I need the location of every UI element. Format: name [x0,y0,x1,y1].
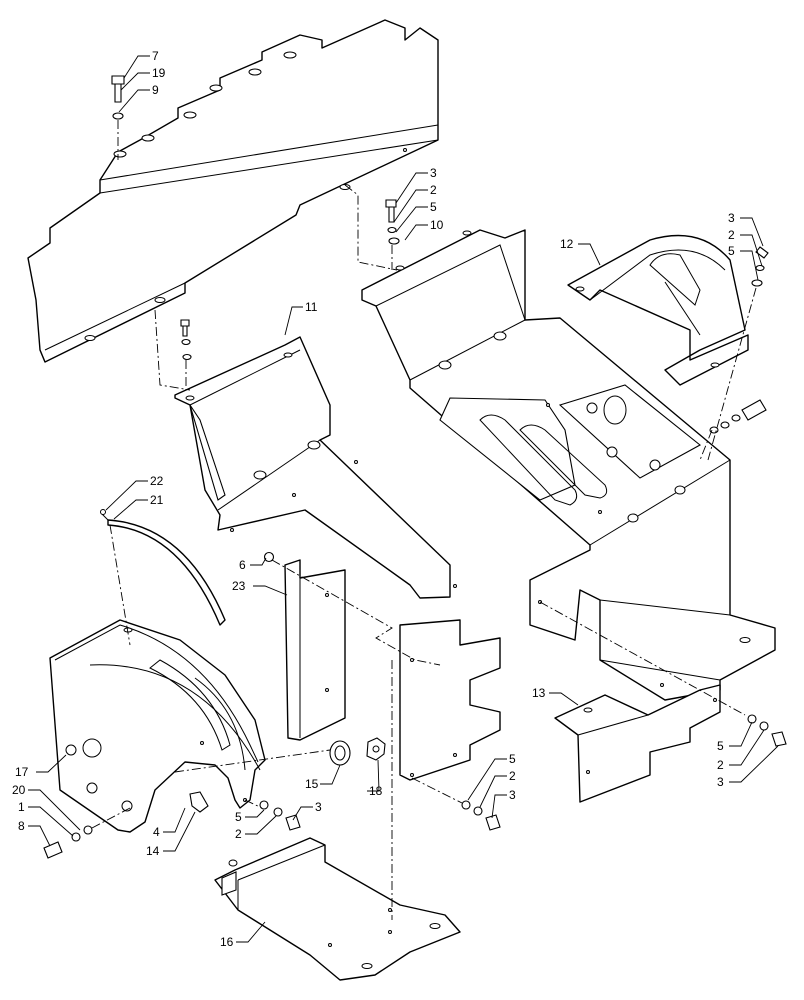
callout-9: 9 [152,83,159,97]
alignment-lines [91,120,757,920]
callout-12: 12 [560,237,574,251]
part-hardware-bottom-left [259,800,301,831]
callout-22: 22 [150,474,164,488]
part-6-nut [263,551,275,563]
callout-5: 5 [430,200,437,214]
part-3-bolt-right [751,246,769,287]
callout-16: 16 [220,935,234,949]
part-13-right-bracket [554,684,721,803]
callout-5: 5 [235,810,242,824]
part-22-pin [100,509,109,521]
callout-labels: 7 19 9 3 2 5 10 3 2 5 12 11 22 21 6 23 1… [12,49,735,949]
callout-5: 5 [509,752,516,766]
callout-2: 2 [717,758,724,772]
callout-5: 5 [728,244,735,258]
part-15-grommet [329,740,351,766]
callout-2: 2 [430,183,437,197]
part-bolt-side [709,399,767,434]
part-12-curved-shield [567,234,749,386]
callout-leaders [28,55,779,943]
part-9-top-cover-panel [27,19,439,363]
part-3-bolt-center [385,199,400,245]
part-8-bolt-lower-left [43,825,93,859]
part-hardware-bottom-right [747,714,787,747]
callout-18: 18 [369,784,383,798]
part-17-arch-housing [49,619,266,833]
part-18-knob [366,737,386,761]
part-11-left-housing [174,336,457,599]
callout-3: 3 [315,800,322,814]
callout-14: 14 [146,844,160,858]
part-21-flexible-strip [107,519,226,626]
callout-1: 1 [18,800,25,814]
callout-4: 4 [153,825,160,839]
callout-2: 2 [235,827,242,841]
callout-10: 10 [430,218,444,232]
callout-2: 2 [509,769,516,783]
callout-19: 19 [152,66,166,80]
callout-21: 21 [150,493,164,507]
part-7-bolt-top [111,75,125,120]
callout-6: 6 [239,558,246,572]
callout-17: 17 [15,765,29,779]
callout-3: 3 [717,775,724,789]
callout-23: 23 [232,579,246,593]
part-vertical-notched-bracket [399,619,501,781]
callout-5: 5 [717,739,724,753]
part-23-plate [284,559,346,741]
part-10-main-center-housing [361,229,776,701]
callout-20: 20 [12,783,26,797]
callout-3: 3 [728,211,735,225]
part-3-bolt-left [180,319,192,361]
part-16-bottom-tray [214,837,461,981]
callout-3: 3 [430,166,437,180]
callout-13: 13 [532,686,546,700]
callout-2: 2 [728,228,735,242]
callout-11: 11 [305,300,318,314]
part-14-clip [189,791,209,813]
callout-7: 7 [152,49,159,63]
callout-8: 8 [18,819,25,833]
callout-15: 15 [305,777,319,791]
callout-3: 3 [509,788,516,802]
